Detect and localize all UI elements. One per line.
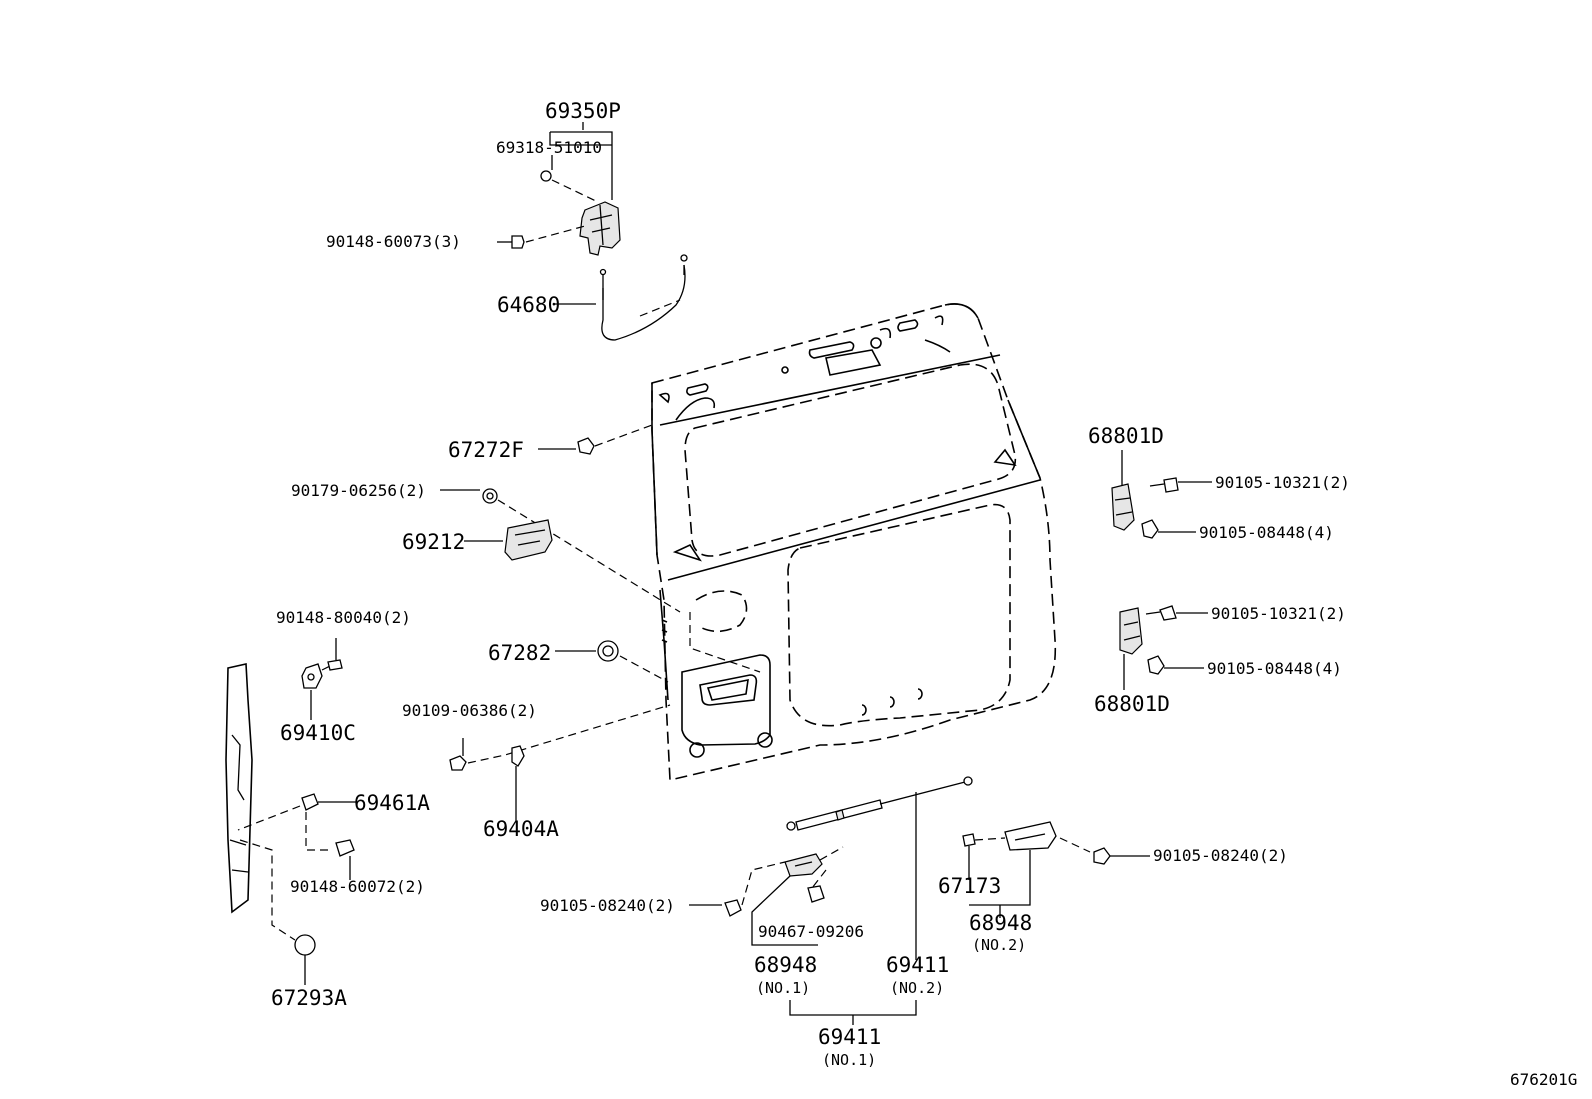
label-69411-no2: 69411 xyxy=(886,953,949,977)
back-door-panel xyxy=(651,303,1057,781)
label-69411-no1-sub: (NO.1) xyxy=(822,1051,876,1069)
label-90109-06386: 90109-06386(2) xyxy=(402,701,537,720)
label-69212: 69212 xyxy=(402,530,465,554)
latch-assembly xyxy=(497,122,688,341)
label-68801d-bot: 68801D xyxy=(1094,692,1170,716)
label-68948-no1-sub: (NO.1) xyxy=(756,979,810,997)
label-69461a: 69461A xyxy=(354,791,430,815)
left-side-parts xyxy=(225,638,358,985)
label-67282: 67282 xyxy=(488,641,551,665)
label-68801d-top: 68801D xyxy=(1088,424,1164,448)
label-68948-no2-sub: (NO.2) xyxy=(972,936,1026,954)
label-69411-no1: 69411 xyxy=(818,1025,881,1049)
part-labels: 69350P 69318-51010 90148-60073(3) 64680 … xyxy=(271,99,1577,1089)
bumper-67272f xyxy=(538,424,653,455)
label-90148-60072: 90148-60072(2) xyxy=(290,877,425,896)
striker-69404a xyxy=(449,704,671,822)
bracket-68948-no2 xyxy=(962,821,1150,918)
label-68948-no1: 68948 xyxy=(754,953,817,977)
label-90179-06256: 90179-06256(2) xyxy=(291,481,426,500)
label-90105-08240-right: 90105-08240(2) xyxy=(1153,846,1288,865)
gas-strut xyxy=(786,776,973,960)
cushion-67282 xyxy=(555,640,669,683)
label-90467-09206: 90467-09206 xyxy=(758,922,864,941)
label-64680: 64680 xyxy=(497,293,560,317)
label-67272f: 67272F xyxy=(448,438,524,462)
label-90105-10321-top: 90105-10321(2) xyxy=(1215,473,1350,492)
label-90105-08448-bot: 90105-08448(4) xyxy=(1207,659,1342,678)
label-69404a: 69404A xyxy=(483,817,559,841)
label-68948-no2: 68948 xyxy=(969,911,1032,935)
label-90105-08448-top: 90105-08448(4) xyxy=(1199,523,1334,542)
label-90105-08240-left: 90105-08240(2) xyxy=(540,896,675,915)
hinge-bottom xyxy=(1119,605,1208,690)
label-69318-51010: 69318-51010 xyxy=(496,138,602,157)
label-90148-80040: 90148-80040(2) xyxy=(276,608,411,627)
label-69350p: 69350P xyxy=(545,99,621,123)
label-69411-no2-sub: (NO.2) xyxy=(890,979,944,997)
label-90105-10321-bot: 90105-10321(2) xyxy=(1211,604,1346,623)
label-67293a: 67293A xyxy=(271,986,347,1010)
diagram-id: 676201G xyxy=(1510,1070,1577,1089)
bracket-68948-no1 xyxy=(689,846,917,1025)
hinge-top xyxy=(1111,450,1212,539)
handle-69212 xyxy=(440,488,761,673)
label-67173: 67173 xyxy=(938,874,1001,898)
label-69410c: 69410C xyxy=(280,721,356,745)
label-90148-60073: 90148-60073(3) xyxy=(326,232,461,251)
